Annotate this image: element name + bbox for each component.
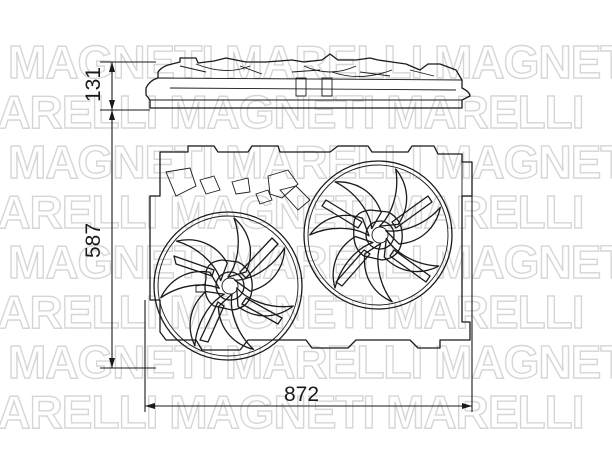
- dimension-587-label: 587: [82, 223, 105, 258]
- watermark-row-8: MARELLI MAGNETI MARELLI: [0, 386, 584, 438]
- dimension-131-label: 131: [82, 67, 105, 102]
- right-fan-struts: [321, 195, 433, 287]
- dimension-labels: 131 587 872: [82, 67, 319, 406]
- side-view: [145, 53, 471, 109]
- dimension-872-label: 872: [284, 383, 319, 406]
- right-fan: [303, 160, 453, 310]
- dimension-lines: [100, 61, 473, 412]
- left-fan-struts: [173, 237, 283, 343]
- left-fan: [153, 211, 303, 361]
- left-fan-motor: [195, 259, 253, 311]
- watermark-row-2: MARELLI MAGNETI MARELLI: [0, 86, 584, 138]
- watermark-row-3: MAGNETI MARELLI MAGNETI: [8, 136, 612, 188]
- right-fan-motor: [353, 209, 403, 261]
- watermark-row-6: MARELLI MAGNETI MARELLI: [0, 286, 584, 338]
- watermark-row-7: MAGNETI MARELLI MAGNETI: [8, 336, 612, 388]
- fan-shroud-frame: [149, 145, 473, 351]
